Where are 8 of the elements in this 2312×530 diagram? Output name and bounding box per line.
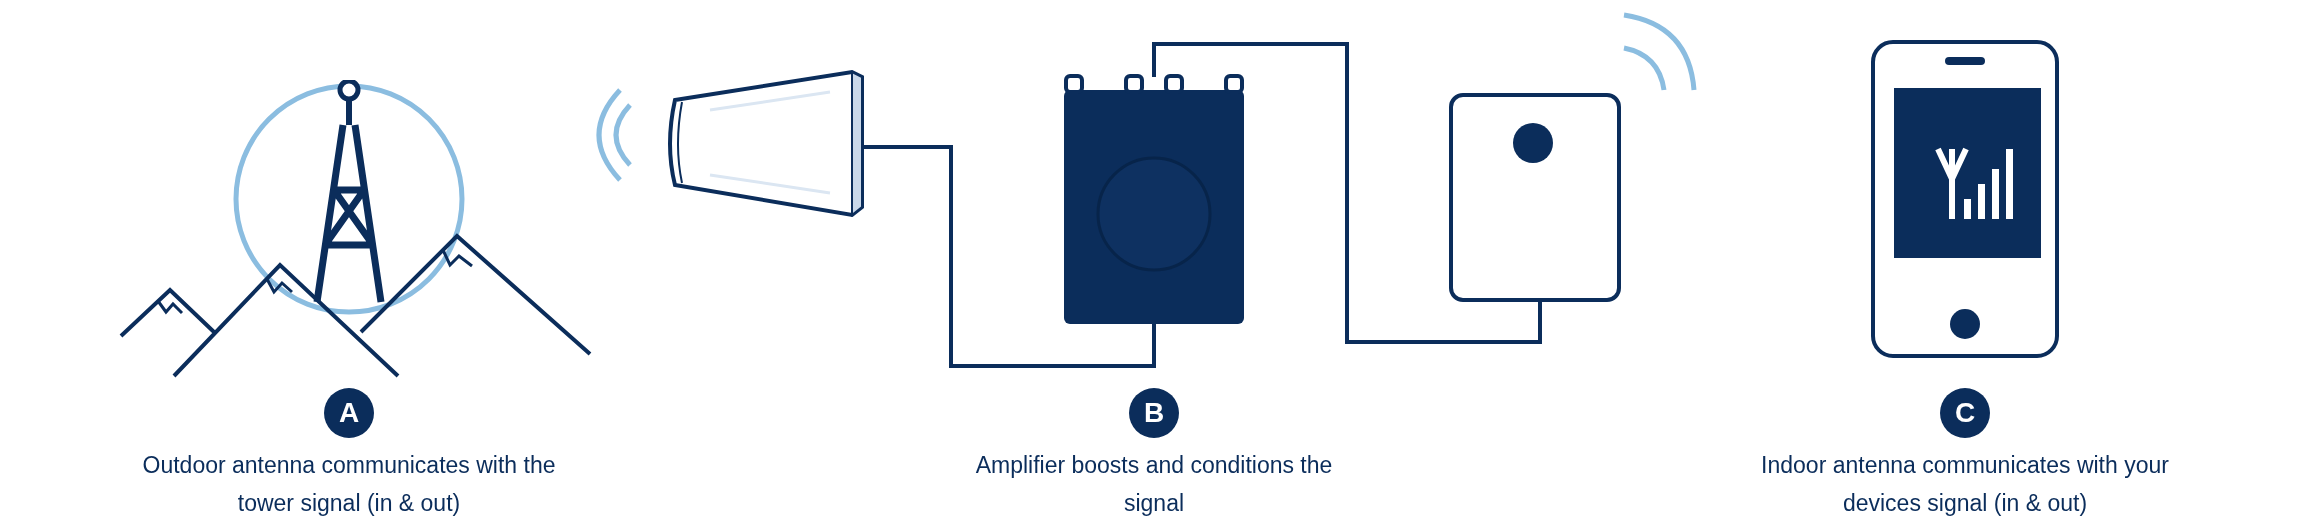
caption-text: Amplifier boosts and conditions the signal	[974, 451, 1334, 518]
smartphone-drawing	[1870, 39, 2060, 359]
step-marker: C	[1940, 388, 1990, 438]
step-marker: B	[1129, 388, 1179, 438]
cable-line	[1152, 42, 1542, 344]
caption-text: Outdoor antenna communicates with the tower signal (in & out)	[141, 451, 557, 518]
step-marker: A	[324, 388, 374, 438]
caption-text: Indoor antenna communicates with your devices signal (in & out)	[1760, 451, 2170, 518]
